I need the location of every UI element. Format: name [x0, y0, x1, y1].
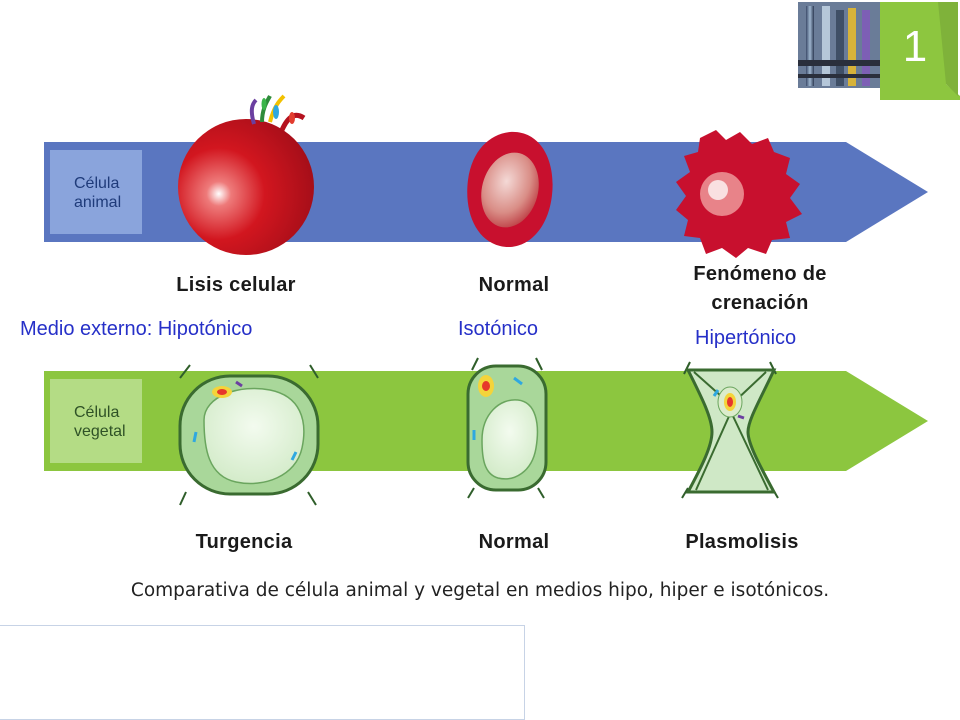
turgid-plant-cell [178, 364, 320, 506]
animal-tag-box [50, 150, 142, 234]
crenated-animal-cell [676, 130, 802, 258]
plant-row-tag: Célula vegetal [74, 403, 126, 441]
plasmolysed-plant-cell [681, 361, 779, 499]
normal-plant-cell [466, 357, 548, 499]
slide-number-badge [880, 2, 960, 100]
normal-animal-cell [467, 131, 553, 248]
label-medio-hipertonico: Hipertónico [695, 327, 797, 349]
test-tubes-photo [798, 2, 882, 88]
label-medio-isotonico: Isotónico [458, 318, 539, 340]
animal-row-tag: Célula animal [74, 174, 121, 212]
slide-number: 1 [902, 22, 928, 71]
animal-tag-line1: Célula [74, 175, 120, 192]
label-turgencia: Turgencia [195, 531, 293, 553]
plant-tag-line2: vegetal [74, 423, 126, 440]
notes-box [0, 625, 525, 720]
label-plasmolisis: Plasmolisis [685, 531, 799, 553]
label-crenacion-line1: Fenómeno de [693, 263, 827, 285]
label-crenacion-line2: crenación [711, 292, 809, 314]
plant-tag-line1: Célula [74, 404, 120, 421]
label-animal-normal: Normal [478, 274, 550, 296]
label-crenacion: Fenómeno de crenación [660, 260, 860, 318]
figure-caption: Comparativa de célula animal y vegetal e… [130, 580, 830, 601]
label-medio-hipotonico: Medio externo: Hipotónico [20, 318, 253, 340]
label-lisis-celular: Lisis celular [176, 274, 296, 296]
animal-tag-line2: animal [74, 194, 122, 211]
plant-tag-box [50, 379, 142, 463]
lysed-animal-cell [178, 94, 314, 255]
label-plant-normal: Normal [478, 531, 550, 553]
